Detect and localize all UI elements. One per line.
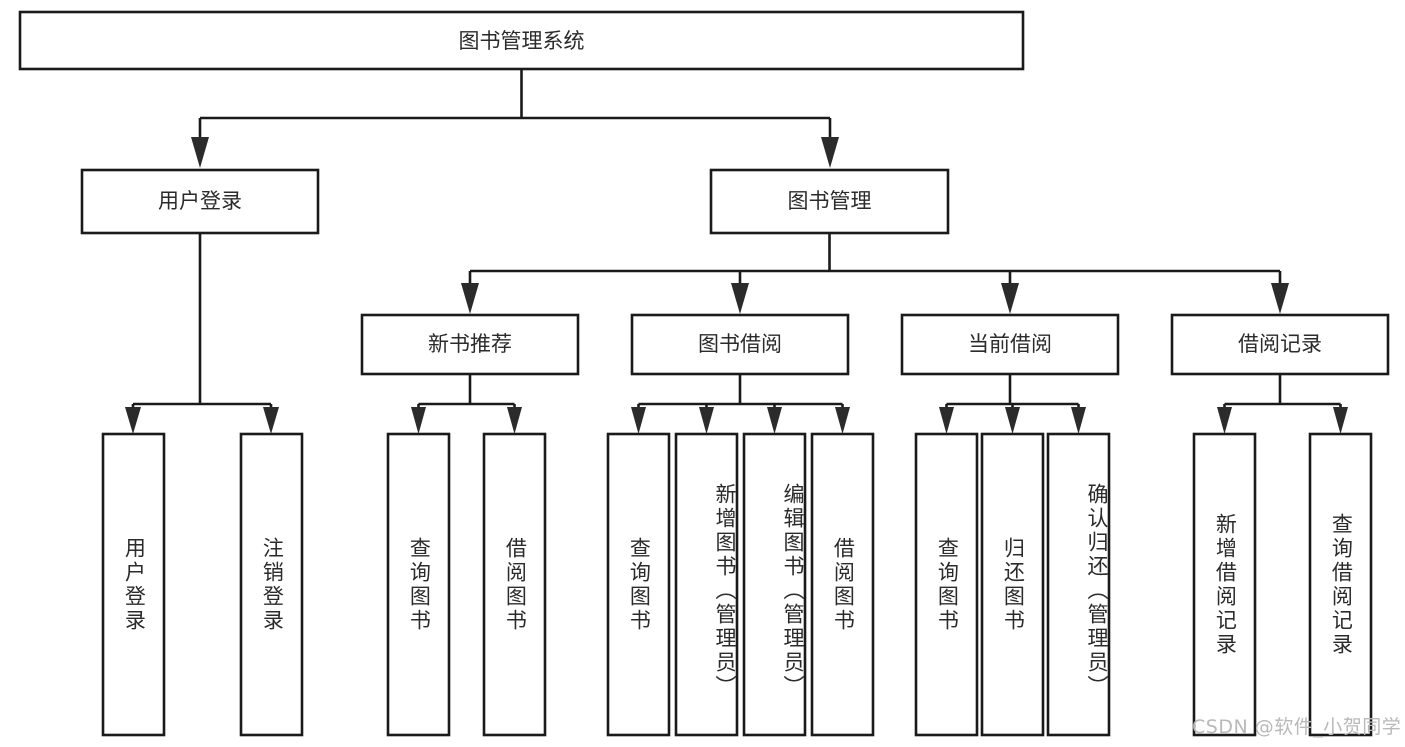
- node-borrow-record-label: 借阅记录: [1238, 332, 1322, 356]
- node-book-manage-box: [709, 168, 950, 235]
- node-leaf-user-login-box[interactable]: [101, 432, 166, 737]
- node-current-borrow-label: 当前借阅: [968, 332, 1052, 356]
- arrowhead-leaf-query-record: [1333, 407, 1348, 434]
- node-leaf-confirm-return-box[interactable]: [1046, 432, 1111, 737]
- arrowhead-leaf-confirm-return: [1071, 407, 1086, 434]
- connector-book-borrow-to-leaves: [631, 374, 850, 434]
- arrowhead-new-book-recommend: [461, 283, 479, 314]
- arrowhead-leaf-borrow-book: [835, 407, 850, 434]
- connector-new-book-recommend-to-leaves: [411, 374, 522, 434]
- arrowhead-leaf-return-book: [1005, 407, 1020, 434]
- node-root-label: 图书管理系统: [459, 29, 585, 53]
- connector-borrow-record-to-leaves: [1217, 374, 1348, 434]
- node-new-book-recommend-box: [360, 313, 580, 376]
- connector-user-login-to-leaves: [125, 233, 279, 434]
- node-root[interactable]: 图书管理系统: [18, 10, 1025, 71]
- arrowhead-borrow-record: [1271, 283, 1289, 314]
- arrowhead-current-borrow: [1001, 283, 1019, 314]
- node-leaf-query-book-rec-box[interactable]: [386, 432, 451, 737]
- connector-current-borrow-to-leaves: [939, 374, 1086, 434]
- node-root-box: [18, 10, 1025, 71]
- node-leaf-edit-book-box[interactable]: [742, 432, 807, 737]
- node-leaf-borrow-book-rec-box[interactable]: [482, 432, 547, 737]
- arrowhead-book-manage: [821, 137, 839, 168]
- node-leaf-query-book-borrow-box[interactable]: [606, 432, 671, 737]
- node-user-login[interactable]: 用户登录: [80, 168, 320, 235]
- leaf-boxes: [101, 432, 1373, 737]
- node-new-book-recommend-label: 新书推荐: [428, 332, 512, 356]
- arrowhead-book-borrow: [731, 283, 749, 314]
- arrowhead-leaf-borrow-book-rec: [507, 407, 522, 434]
- arrowhead-leaf-query-book-borrow: [631, 407, 646, 434]
- node-book-manage[interactable]: 图书管理: [709, 168, 950, 235]
- node-book-manage-label: 图书管理: [788, 189, 872, 213]
- node-book-borrow-box: [630, 313, 850, 376]
- node-leaf-query-book-current-box[interactable]: [914, 432, 979, 737]
- node-borrow-record[interactable]: 借阅记录: [1170, 313, 1390, 376]
- node-new-book-recommend[interactable]: 新书推荐: [360, 313, 580, 376]
- node-leaf-borrow-book-box[interactable]: [810, 432, 875, 737]
- node-book-borrow[interactable]: 图书借阅: [630, 313, 850, 376]
- arrowhead-leaf-logout: [263, 407, 279, 434]
- arrowhead-leaf-query-book-current: [939, 407, 954, 434]
- arrowhead-leaf-query-book-rec: [411, 407, 426, 434]
- node-user-login-label: 用户登录: [158, 189, 242, 213]
- node-book-borrow-label: 图书借阅: [698, 332, 782, 356]
- node-leaf-return-book-box[interactable]: [980, 432, 1045, 737]
- arrowhead-user-login: [191, 137, 209, 168]
- arrowhead-leaf-add-book: [699, 407, 714, 434]
- csdn-watermark: CSDN @软件_小贺同学: [1192, 716, 1402, 738]
- arrowhead-leaf-user-login: [125, 407, 141, 434]
- node-borrow-record-box: [1170, 313, 1390, 376]
- node-current-borrow[interactable]: 当前借阅: [900, 313, 1120, 376]
- node-current-borrow-box: [900, 313, 1120, 376]
- arrowhead-leaf-add-record: [1217, 407, 1232, 434]
- arrowhead-leaf-edit-book: [767, 407, 782, 434]
- node-leaf-add-book-box[interactable]: [674, 432, 739, 737]
- connector-book-manage-to-level3: [461, 233, 1289, 314]
- node-leaf-logout-box[interactable]: [239, 432, 304, 737]
- node-leaf-add-record-box[interactable]: [1192, 432, 1257, 737]
- node-leaf-query-record-box[interactable]: [1308, 432, 1373, 737]
- connector-root-to-level2: [191, 69, 839, 168]
